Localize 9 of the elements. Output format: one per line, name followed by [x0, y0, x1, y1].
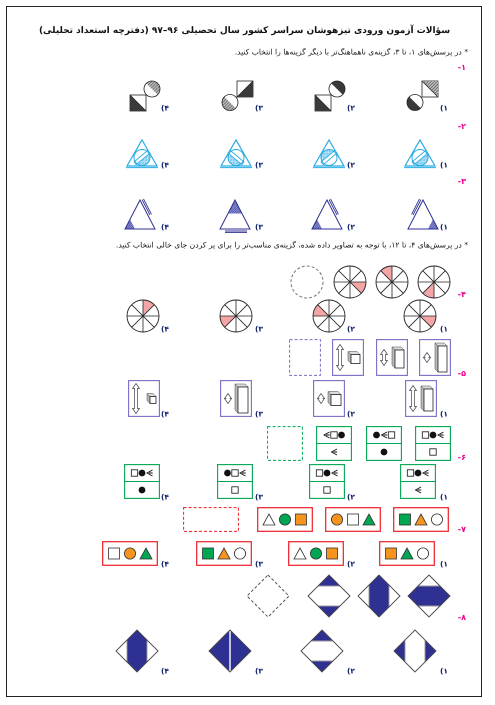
- question-number: ۷-: [458, 525, 466, 535]
- question-number: ۴-: [458, 290, 466, 300]
- question-number: ۵-: [458, 369, 466, 379]
- page-title: سؤالات آزمون ورودی تیزهوشان سراسر کشور سال تحصیلی ۹۶–۹۷ (دفترچه استعداد تحلیلی): [38, 26, 452, 38]
- question-number: ۱-: [458, 63, 466, 73]
- question-number: ۲-: [458, 122, 466, 132]
- question-number: ۸-: [458, 613, 466, 623]
- question-number: ۶-: [458, 453, 466, 463]
- question-number: ۳-: [458, 177, 466, 187]
